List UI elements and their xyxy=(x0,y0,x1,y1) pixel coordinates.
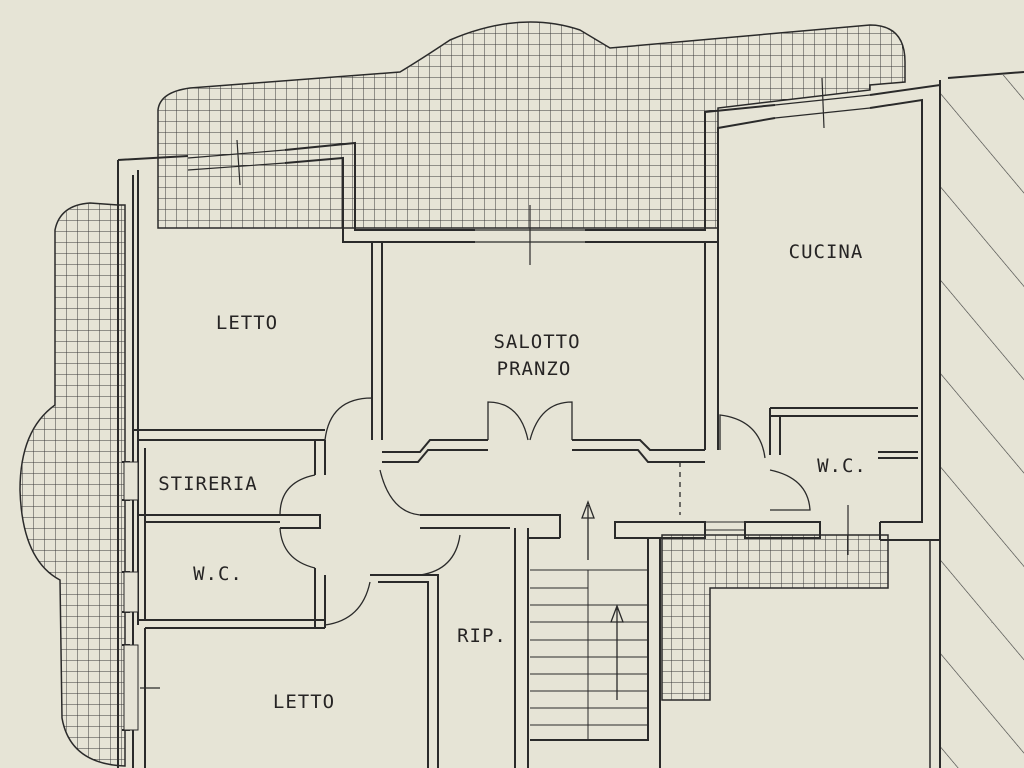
terrace-right xyxy=(661,534,889,701)
window-marks xyxy=(140,77,849,689)
terraces xyxy=(19,21,906,767)
room-label-wc-right: W.C. xyxy=(817,455,867,477)
room-label-salotto: SALOTTO xyxy=(493,331,580,353)
room-labels: LETTO SALOTTO PRANZO CUCINA STIRERIA W.C… xyxy=(158,241,867,713)
room-label-cucina: CUCINA xyxy=(789,241,864,263)
room-label-stireria: STIRERIA xyxy=(158,473,258,495)
terrace-top xyxy=(157,21,906,229)
adjacent-building-strip xyxy=(929,71,1024,768)
terrace-left xyxy=(19,202,126,767)
walls xyxy=(117,83,941,768)
stair-up-arrow-icon xyxy=(581,500,624,700)
room-label-wc-left: W.C. xyxy=(193,563,243,585)
doors xyxy=(279,397,811,626)
room-label-pranzo: PRANZO xyxy=(497,358,572,380)
room-label-ripostiglio: RIP. xyxy=(457,625,507,647)
room-label-letto-bottom: LETTO xyxy=(273,691,335,713)
room-label-letto-top: LETTO xyxy=(216,312,278,334)
staircase xyxy=(530,569,648,740)
